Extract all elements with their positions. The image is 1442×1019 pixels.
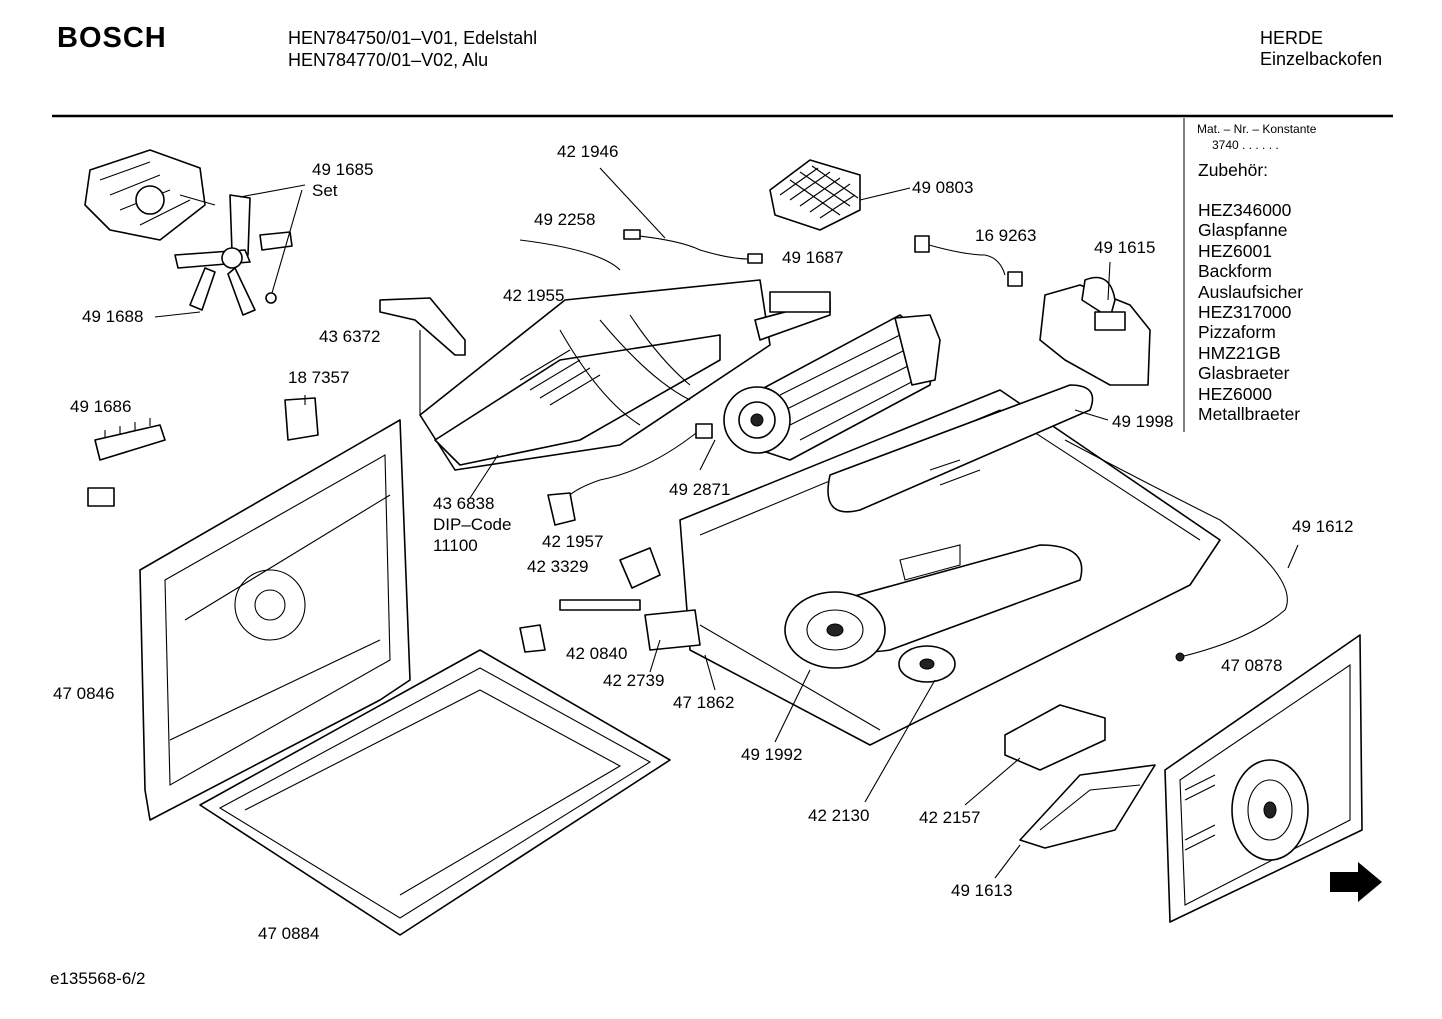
part-label-491686: 49 1686: [70, 397, 132, 416]
part-label-421946: 42 1946: [557, 142, 619, 161]
part-label-470884: 47 0884: [258, 924, 320, 943]
model-line-2: HEN784770/01–V02, Alu: [288, 50, 489, 70]
fan-motor-drawing: [84, 149, 306, 318]
part-label-423329: 42 3329: [527, 557, 589, 576]
part-label-420840: 42 0840: [566, 644, 628, 663]
part-label-470878: 47 0878: [1221, 656, 1283, 675]
accessory-item: Pizzaform: [1198, 322, 1276, 343]
grill-490803-drawing: [769, 159, 911, 231]
part-label-187357: 18 7357: [288, 368, 350, 387]
accessory-item: HEZ317000: [1198, 302, 1292, 323]
part-label-422130: 42 2130: [808, 806, 870, 825]
accessory-item: Metallbraeter: [1198, 404, 1301, 425]
part-label-491685: 49 1685: [312, 160, 374, 179]
part-label-436372: 43 6372: [319, 327, 381, 346]
mat-nr-value: 3740 . . . . . .: [1212, 138, 1279, 152]
accessory-item: Glasbraeter: [1198, 363, 1290, 384]
category-line-1: HERDE: [1260, 28, 1324, 48]
accessory-item: HEZ6000: [1198, 383, 1272, 404]
bottom-tray-drawing: [199, 649, 671, 936]
part-label-492258: 49 2258: [534, 210, 596, 229]
accessory-item: Auslaufsicher: [1198, 281, 1304, 302]
bracket-491615-drawing: [1039, 261, 1151, 386]
accessory-item: Glaspfanne: [1198, 220, 1288, 241]
part-label-491998: 49 1998: [1112, 412, 1174, 431]
part-label-491992: 49 1992: [741, 745, 803, 764]
part-label-492871: 49 2871: [669, 480, 731, 499]
fan-wheel-drawing: [774, 591, 956, 803]
accessory-item: Backform: [1198, 261, 1272, 282]
cable-169263-drawing: [914, 235, 1023, 287]
relay-parts-drawing: [519, 547, 716, 691]
part-label-491612: 49 1612: [1292, 517, 1354, 536]
accessory-item: HMZ21GB: [1198, 342, 1281, 363]
part-label-491615: 49 1615: [1094, 238, 1156, 257]
part-label-491613: 49 1613: [951, 881, 1013, 900]
part-label-491685-set: Set: [312, 181, 338, 200]
part-label-169263: 16 9263: [975, 226, 1037, 245]
part-label-422739: 42 2739: [603, 671, 665, 690]
part-label-491688: 49 1688: [82, 307, 144, 326]
part-label-436838-dip: DIP–Code: [433, 515, 512, 534]
part-label-422157: 42 2157: [919, 808, 981, 827]
part-label-436838: 43 6838: [433, 494, 495, 513]
brand-logo: BOSCH: [57, 22, 167, 54]
next-page-arrow: [1330, 862, 1382, 902]
accessory-item: HEZ6001: [1198, 240, 1272, 261]
tangential-fan-drawing: [723, 291, 941, 461]
cable-421946-drawing: [599, 167, 763, 264]
side-panel-drawing: [139, 419, 411, 821]
category-line-2: Einzelbackofen: [1260, 49, 1383, 69]
part-label-491687: 49 1687: [782, 248, 844, 267]
accessories-list: HEZ346000 Glaspfanne HEZ6001 Backform Au…: [1198, 200, 1303, 424]
mat-nr-title: Mat. – Nr. – Konstante: [1197, 122, 1317, 136]
part-label-421955: 42 1955: [503, 286, 565, 305]
air-duct-drawing: [994, 764, 1156, 879]
part-label-490803: 49 0803: [912, 178, 974, 197]
drawing-id: e135568-6/2: [50, 969, 146, 988]
switch-block-drawing: [87, 395, 319, 507]
back-panel-drawing: [1164, 634, 1363, 923]
sensor-wire-drawing: [1064, 439, 1299, 662]
electronics-unit-drawing: [379, 239, 771, 499]
accessory-item: HEZ346000: [1198, 200, 1292, 220]
part-label-421957: 42 1957: [542, 532, 604, 551]
insulation-strip-drawing: [699, 624, 881, 731]
part-label-436838-code: 11100: [433, 536, 478, 555]
accessories-title: Zubehör:: [1198, 160, 1269, 180]
module-422157-drawing: [964, 704, 1106, 806]
sensor-421957-drawing: [547, 492, 576, 526]
part-label-471862: 47 1862: [673, 693, 735, 712]
part-label-470846: 47 0846: [53, 684, 115, 703]
model-line-1: HEN784750/01–V01, Edelstahl: [288, 28, 538, 48]
